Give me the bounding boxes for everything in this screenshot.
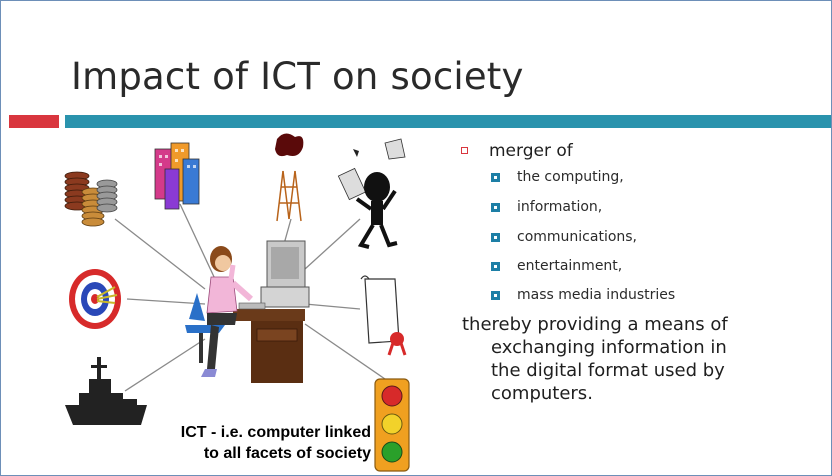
- computer-icon: [238, 240, 310, 310]
- square-bullet-icon: [491, 291, 500, 300]
- caption-line: to all facets of society: [203, 445, 371, 462]
- square-bullet-icon: [491, 262, 500, 271]
- illustration-caption: ICT - i.e. computer linked to all facets…: [143, 422, 371, 464]
- square-bullet-icon: [491, 203, 500, 212]
- target-icon: [69, 269, 121, 329]
- square-bullet-icon: [491, 173, 500, 182]
- subbullet-text: information,: [517, 199, 603, 215]
- warship-icon: [65, 357, 147, 425]
- caption-line: ICT - i.e. computer linked: [180, 424, 371, 441]
- paragraph-line: computers.: [491, 383, 593, 404]
- subbullet-text: entertainment,: [517, 258, 623, 274]
- paragraph-line: thereby providing a means of: [462, 314, 728, 335]
- square-bullet-icon: [491, 233, 500, 242]
- paragraph-line: exchanging information in: [491, 337, 727, 358]
- paragraph-line: the digital format used by: [491, 360, 725, 381]
- buildings-icon: [154, 142, 200, 210]
- traffic-light-icon: [374, 378, 410, 472]
- ict-illustration: [64, 133, 410, 472]
- coins-icon: [64, 171, 118, 227]
- subbullet-text: the computing,: [517, 169, 624, 185]
- diploma-icon: [360, 275, 407, 356]
- desk-icon: [233, 309, 305, 383]
- accent-bar-red: [9, 115, 59, 128]
- woman-user-icon: [185, 246, 253, 377]
- bullet-text: merger of: [489, 141, 573, 161]
- hollow-square-bullet-icon: [461, 147, 468, 154]
- description-paragraph: thereby providing a means of exchanging …: [462, 313, 728, 405]
- connector-lines: [114, 203, 386, 392]
- slide-title: Impact of ICT on society: [71, 55, 524, 98]
- subbullet-text: mass media industries: [517, 287, 676, 303]
- stick-figure-icon: [337, 138, 406, 249]
- subbullet-text: communications,: [517, 229, 638, 245]
- accent-bar-blue: [65, 115, 831, 128]
- oil-derrick-icon: [275, 133, 304, 222]
